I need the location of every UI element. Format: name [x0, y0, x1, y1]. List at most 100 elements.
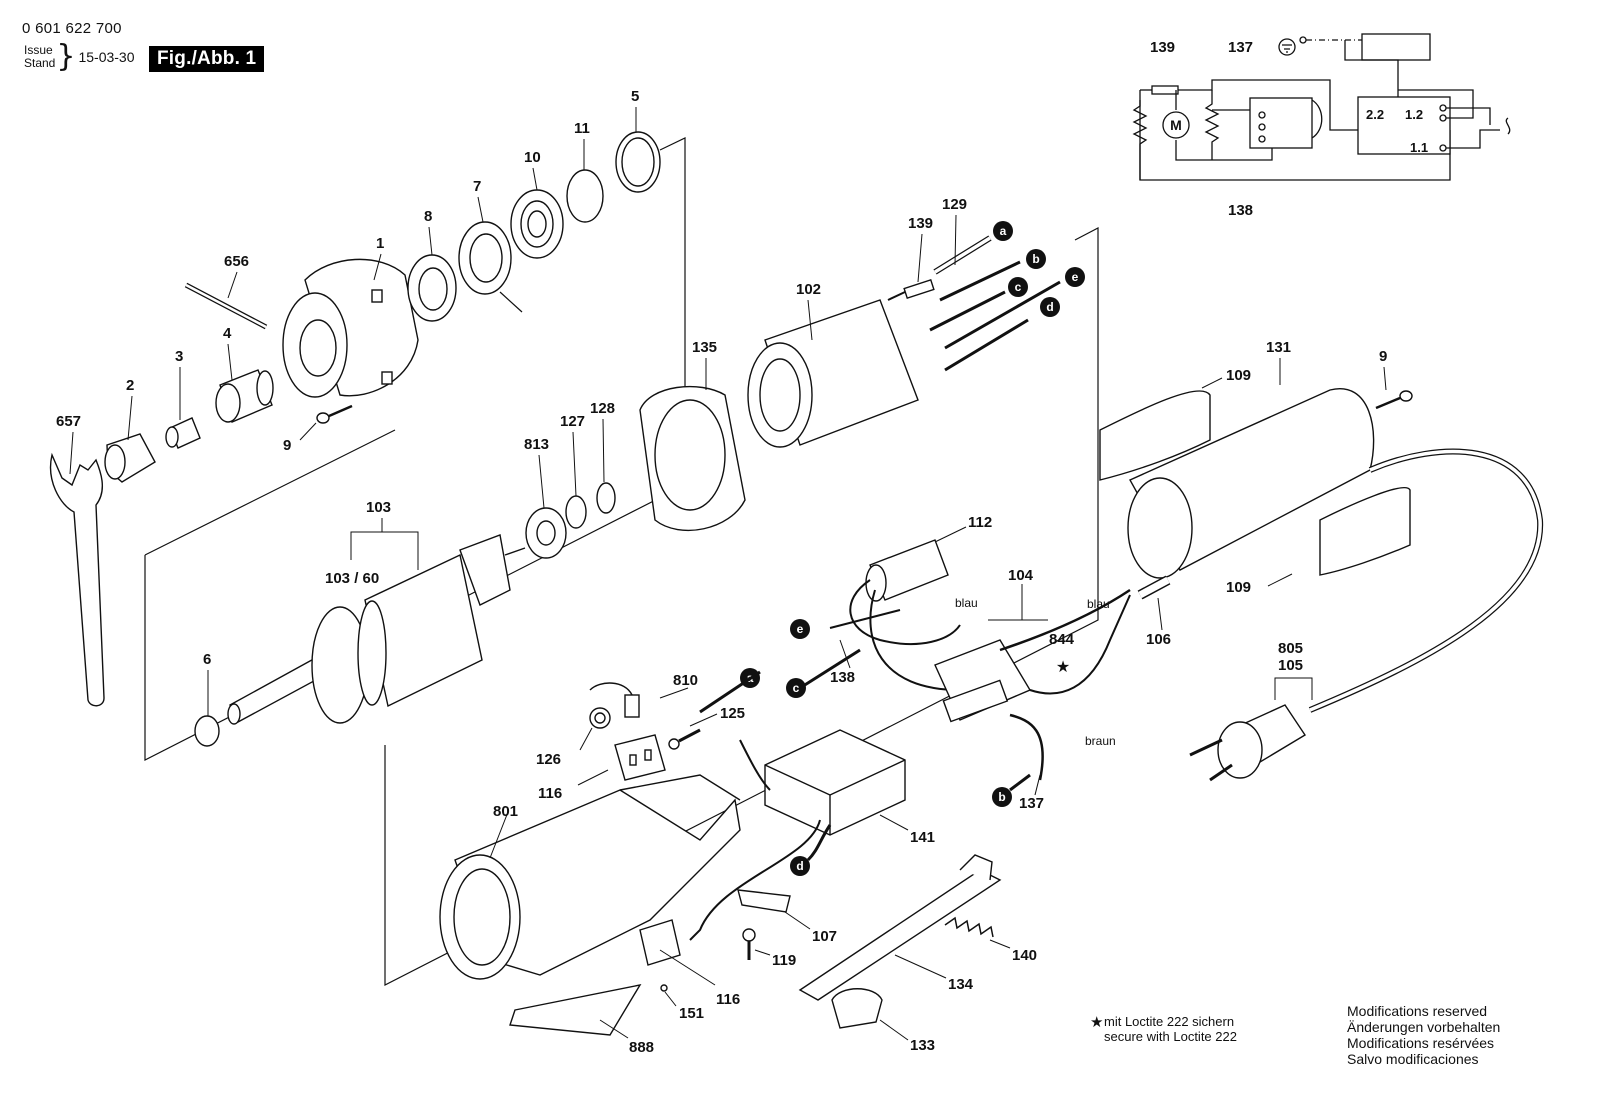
schem-earth-lines	[1282, 44, 1292, 53]
label-8: 8	[424, 208, 432, 225]
label-103: 103	[366, 499, 391, 516]
label-3: 3	[175, 348, 183, 365]
schem-wire-to-switch	[1344, 40, 1399, 90]
schem-terminal-1-2: 1.2	[1405, 107, 1423, 122]
leader-lines	[69, 107, 1387, 1041]
svg-text:c: c	[793, 681, 800, 695]
screw-125	[668, 728, 701, 750]
brush-810	[589, 682, 640, 729]
label-105: 105	[1278, 657, 1303, 674]
leads-139-129	[887, 235, 1061, 372]
label-2: 2	[126, 377, 134, 394]
wrench-657	[50, 452, 105, 707]
issue-date: 15-03-30	[78, 49, 135, 65]
power-cord	[1308, 448, 1544, 713]
schem-resistor-right	[1204, 90, 1220, 160]
schem-mains-symbol	[1505, 117, 1511, 135]
label-138: 138	[830, 669, 855, 686]
slide-134	[798, 854, 1002, 1001]
capacitor-112	[849, 539, 961, 691]
label-9b: 9	[1379, 348, 1387, 365]
mod-note-es: Salvo modificaciones	[1347, 1051, 1479, 1067]
loctite-note-en: secure with Loctite 222	[1104, 1029, 1237, 1044]
label-104: 104	[1008, 567, 1034, 584]
ring-127	[565, 495, 587, 529]
connector-b2: b	[992, 787, 1012, 807]
wire-label-blau-1: blau	[955, 596, 978, 610]
schem-terminal-2-2: 2.2	[1366, 107, 1384, 122]
label-844: 844	[1049, 631, 1075, 648]
loctite-star-marker: ★	[1056, 659, 1070, 676]
label-813: 813	[524, 436, 549, 453]
screw-119	[742, 928, 756, 960]
mod-note-fr: Modifications resérvées	[1347, 1035, 1495, 1051]
svg-text:b: b	[998, 790, 1005, 804]
baffle-135	[639, 385, 746, 532]
collet-3	[165, 417, 201, 449]
schem-wire-137	[1178, 79, 1358, 131]
schem-wire-138	[1139, 90, 1451, 181]
label-140: 140	[1012, 947, 1037, 964]
svg-text:e: e	[797, 622, 804, 636]
schem-earth-icon	[1278, 38, 1296, 56]
issue-labels: Issue Stand	[24, 44, 55, 70]
mod-note-en: Modifications reserved	[1347, 1003, 1488, 1019]
loctite-note-de: mit Loctite 222 sichern	[1104, 1014, 1235, 1029]
label-11: 11	[574, 120, 590, 137]
schem-label-138: 138	[1228, 202, 1253, 219]
stator-group-frame	[384, 227, 1099, 986]
part-labels: 657 2 3 4 656 1 9 8 7 10 11 5 103 103 / …	[56, 88, 1387, 1056]
motor-housing-801	[439, 774, 741, 980]
label-135: 135	[692, 339, 717, 356]
issue-label: Issue	[24, 43, 53, 57]
clamp-107	[737, 889, 791, 913]
schem-earth-terminal	[1299, 36, 1307, 44]
part-151	[660, 984, 668, 992]
sleeve-4	[215, 369, 274, 423]
label-109a: 109	[1226, 367, 1251, 384]
bearing-10	[510, 189, 564, 259]
schem-motor	[1162, 111, 1190, 139]
connector-c1: c	[1008, 277, 1028, 297]
schem-module-pin1	[1258, 111, 1266, 119]
part-number: 0 601 622 700	[22, 20, 122, 37]
label-129: 129	[942, 196, 967, 213]
schem-motor-label: M	[1170, 117, 1182, 133]
label-102: 102	[796, 281, 821, 298]
brush-holder-116a	[614, 734, 666, 781]
label-5: 5	[631, 88, 639, 105]
electronics-141	[689, 729, 906, 941]
label-116a: 116	[538, 785, 562, 802]
connector-e1: e	[1065, 267, 1085, 287]
label-10: 10	[524, 149, 541, 166]
washer-7	[458, 221, 523, 313]
mod-note-de: Änderungen vorbehalten	[1347, 1019, 1501, 1035]
wire-138	[799, 648, 861, 690]
schem-module-dome	[1311, 99, 1323, 139]
label-107: 107	[812, 928, 837, 945]
schem-fuse	[1151, 85, 1179, 95]
schem-resistor-left	[1132, 100, 1148, 180]
wire-labels: blau blau braun	[955, 596, 1116, 748]
label-112: 112	[968, 514, 992, 531]
schem-switch	[1357, 96, 1451, 155]
snap-ring-6	[194, 715, 220, 747]
plug-805	[1189, 704, 1306, 782]
label-141: 141	[910, 829, 935, 846]
schem-wire-internal	[1398, 89, 1474, 119]
label-139: 139	[908, 215, 933, 232]
button-133	[831, 988, 883, 1029]
modifications-note: Modifications reserved Änderungen vorbeh…	[1347, 1003, 1500, 1067]
screw-9b	[1375, 390, 1413, 410]
ring-11	[566, 169, 604, 223]
schem-label-139: 139	[1150, 39, 1175, 56]
schem-terminal-1-1: 1.1	[1410, 140, 1428, 155]
label-109b: 109	[1226, 579, 1251, 596]
connector-d1: d	[1040, 297, 1060, 317]
screw-9a	[316, 404, 353, 424]
armature-frame-top	[144, 429, 396, 556]
label-127: 127	[560, 413, 585, 430]
wire-label-braun: braun	[1085, 734, 1116, 748]
wire-b2	[1009, 773, 1031, 792]
brace-glyph: }	[56, 39, 76, 74]
